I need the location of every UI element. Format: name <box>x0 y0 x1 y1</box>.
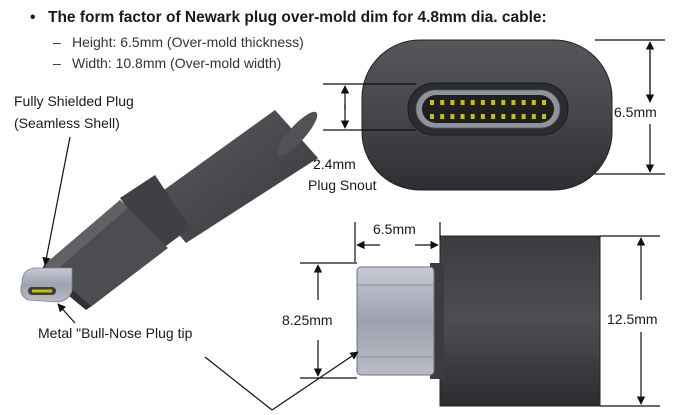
contact-pin-top <box>542 100 546 105</box>
plug-3d-view <box>20 110 318 310</box>
height-spec: Height: 6.5mm (Over-mold thickness) <box>72 34 304 50</box>
overmold-3d-top <box>44 200 128 272</box>
contact-pin-top <box>511 100 516 105</box>
shielded-pointer <box>42 136 71 266</box>
metal-shell <box>20 267 73 303</box>
contact-pin-bottom <box>542 114 546 119</box>
contacts-bottom-row <box>430 114 546 119</box>
contact-pin-top <box>470 100 475 105</box>
dim-snout-length: 6.5mm <box>354 221 441 262</box>
dim-front-height: 6.5mm <box>595 39 665 175</box>
contact-pin-top <box>521 100 526 105</box>
contact-pin-top <box>491 100 496 105</box>
overmold-3d <box>44 200 168 306</box>
contact-pin-bottom <box>450 114 455 119</box>
metal-plug-side <box>356 266 435 376</box>
contact-pin-top <box>430 100 434 105</box>
plug-height-value: 8.25mm <box>282 312 333 328</box>
label-shielded-plug: Fully Shielded Plug <box>14 93 134 109</box>
heading: • The form factor of Newark plug over-mo… <box>30 9 547 71</box>
contacts-top-row <box>430 100 546 105</box>
contact-pin-bottom <box>501 114 506 119</box>
contact-pin-bottom <box>531 114 536 119</box>
contact-pin-top <box>450 100 455 105</box>
label-bull-nose: Metal "Bull-Nose Plug tip <box>38 325 193 341</box>
strain-relief <box>120 175 190 252</box>
contact-pin-top <box>440 100 445 105</box>
contact-pin-bottom <box>460 114 465 119</box>
dim-overmold-height: 12.5mm <box>600 235 660 407</box>
snout-length-value: 6.5mm <box>373 221 416 237</box>
cable <box>150 110 318 243</box>
bullnose-pointer <box>57 303 76 324</box>
width-spec: Width: 10.8mm (Over-mold width) <box>72 55 281 71</box>
contact-pin-bottom <box>521 114 526 119</box>
contact-pin-top <box>531 100 536 105</box>
contact-pin-bottom <box>511 114 516 119</box>
bullnose-leader-side <box>271 351 359 411</box>
sub-dash-1: – <box>53 34 61 50</box>
contact-pin-bottom <box>440 114 445 119</box>
snout-label: Plug Snout <box>308 177 377 193</box>
contact-pin-bottom <box>430 114 434 119</box>
front-view <box>361 39 613 191</box>
front-height-value: 6.5mm <box>614 104 657 120</box>
overmold-height-value: 12.5mm <box>607 311 658 327</box>
label-seamless-shell: (Seamless Shell) <box>14 115 120 131</box>
plug-cavity <box>422 95 554 123</box>
contact-pin-top <box>501 100 506 105</box>
bullnose-leader-left <box>204 356 273 411</box>
contact-pin-bottom <box>480 114 485 119</box>
dim-plug-height: 8.25mm <box>282 262 357 379</box>
snout-value: 2.4mm <box>313 156 356 172</box>
side-view <box>356 235 601 407</box>
cable-end <box>276 111 318 157</box>
contact-pin-top <box>460 100 465 105</box>
overmold-side <box>439 235 601 407</box>
plug-contacts-3d <box>32 289 52 293</box>
contact-pin-bottom <box>491 114 496 119</box>
dim-snout: 2.4mm Plug Snout <box>308 83 416 193</box>
contact-pin-bottom <box>470 114 475 119</box>
heading-text: The form factor of Newark plug over-mold… <box>48 9 547 26</box>
contact-pin-top <box>480 100 485 105</box>
heading-bullet: • <box>30 9 35 26</box>
sub-dash-2: – <box>53 55 61 71</box>
